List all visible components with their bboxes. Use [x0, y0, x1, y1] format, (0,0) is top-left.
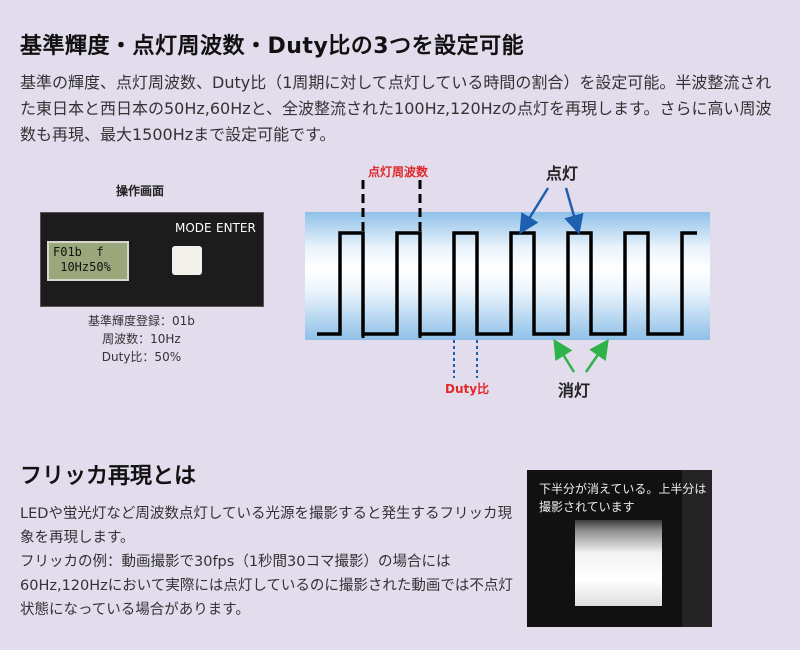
flicker-paragraph-2: フリッカの例：動画撮影で30fps（1秒間30コマ撮影）の場合には60Hz,12…: [20, 554, 513, 618]
lcd-display: F01b f 10Hz50%: [47, 241, 129, 281]
photo-background: [682, 470, 712, 627]
lcd-line-2: 10Hz50%: [53, 260, 111, 274]
spec-brightness: 基準輝度登録：01b: [88, 314, 195, 328]
on-arrow-2: [564, 187, 584, 235]
off-label: 消灯: [558, 381, 591, 400]
on-label: 点灯: [546, 164, 579, 183]
photo-caption: 下半分が消えている。上半分は撮影されています: [539, 482, 707, 514]
spec-duty: Duty比：50%: [101, 350, 182, 364]
settings-description: 基準の輝度、点灯周波数、Duty比（1周期に対して点灯している時間の割合）を設定…: [20, 73, 772, 144]
panel-specs: 基準輝度登録：01b 周波数：10Hz Duty比：50%: [88, 312, 195, 366]
lcd-line-1: F01b f: [53, 245, 104, 259]
flicker-screen: [575, 520, 662, 606]
enter-label: ENTER: [216, 221, 256, 235]
frequency-label: 点灯周波数: [368, 165, 429, 179]
flicker-example-photo: 下半分が消えている。上半分は撮影されています: [527, 470, 712, 627]
off-arrow-2: [584, 338, 609, 373]
off-arrow-1: [553, 338, 576, 373]
on-arrow-1: [519, 187, 550, 235]
mode-label: MODE: [175, 221, 212, 235]
square-wave: [317, 231, 697, 336]
section-title-flicker: フリッカ再現とは: [20, 464, 197, 489]
spec-frequency: 周波数：10Hz: [102, 332, 181, 346]
duty-label: Duty比: [445, 382, 490, 396]
control-panel-photo: F01b f 10Hz50% MODE ENTER: [40, 212, 264, 307]
mode-button: [172, 246, 202, 275]
panel-caption: 操作画面: [116, 184, 165, 198]
flicker-description: LEDや蛍光灯など周波数点灯している光源を撮影すると発生するフリッカ現象を再現し…: [20, 502, 515, 622]
section-title-settings: 基準輝度・点灯周波数・Duty比の3つを設定可能: [20, 34, 525, 59]
flicker-paragraph-1: LEDや蛍光灯など周波数点灯している光源を撮影すると発生するフリッカ現象を再現し…: [20, 506, 512, 546]
